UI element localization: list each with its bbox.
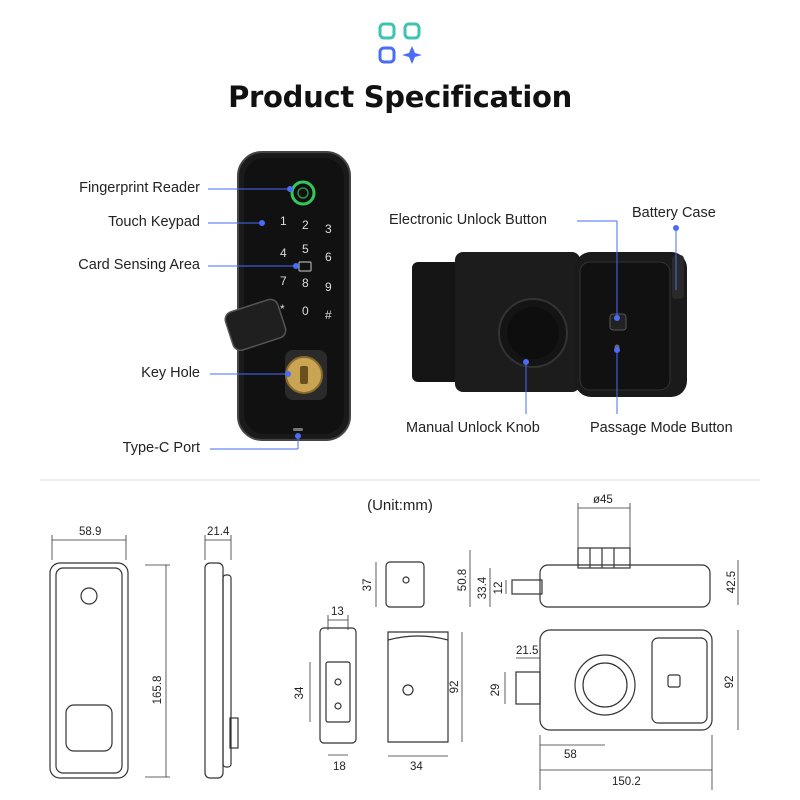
dim-knob-offset: 58 xyxy=(564,749,577,761)
dim-top-height-a: 33.4 xyxy=(477,576,489,599)
dim-bolt-extension: 21.5 xyxy=(516,645,538,657)
type-c-port-slot xyxy=(293,428,303,431)
body-side-outline xyxy=(387,631,449,743)
page-title: Product Specification xyxy=(228,80,572,114)
dim-top-height-total: 50.8 xyxy=(457,569,469,591)
dim-front-height: 165.8 xyxy=(152,676,164,705)
right-callout-lines xyxy=(523,220,679,414)
card-icon xyxy=(298,261,312,272)
dim-strike-base: 18 xyxy=(333,761,346,773)
label-battery-case: Battery Case xyxy=(632,205,716,221)
key-7[interactable]: 7 xyxy=(280,274,287,288)
label-type-c-port: Type-C Port xyxy=(122,440,200,456)
technical-drawings xyxy=(49,547,713,779)
label-touch-keypad: Touch Keypad xyxy=(108,214,200,230)
dimension-lines xyxy=(51,503,739,790)
dim-body-side-height: 92 xyxy=(449,681,461,694)
dim-strike-top-height: 37 xyxy=(362,579,374,592)
dim-top-height-right: 42.5 xyxy=(726,571,738,593)
fingerprint-sensor xyxy=(290,180,316,206)
label-card-sensing-area: Card Sensing Area xyxy=(78,257,200,273)
strike-front-outline xyxy=(319,627,357,744)
inner-body-illustration xyxy=(412,252,687,397)
grid-sparkle-icon xyxy=(378,22,422,64)
dim-body-height: 92 xyxy=(724,676,736,689)
dim-body-side-depth: 34 xyxy=(410,761,423,773)
key-5[interactable]: 5 xyxy=(302,242,309,256)
key-8[interactable]: 8 xyxy=(302,276,309,290)
front-view-outline xyxy=(49,562,129,779)
dim-front-width: 58.9 xyxy=(79,526,101,538)
dim-bolt-height: 29 xyxy=(490,684,502,697)
strike-top-outline xyxy=(385,561,425,608)
key-0[interactable]: 0 xyxy=(302,304,309,318)
key-9[interactable]: 9 xyxy=(325,280,332,294)
dim-strike-height: 34 xyxy=(294,686,306,699)
dim-knob-diameter: ø45 xyxy=(593,494,613,506)
left-callout-lines xyxy=(208,186,301,450)
key-4[interactable]: 4 xyxy=(280,246,287,260)
label-key-hole: Key Hole xyxy=(141,365,200,381)
dim-strike-width: 13 xyxy=(331,606,344,618)
dim-side-depth: 21.4 xyxy=(207,526,230,538)
key-2[interactable]: 2 xyxy=(302,218,309,232)
key-3[interactable]: 3 xyxy=(325,222,332,236)
dim-top-height-b: 12 xyxy=(493,582,505,595)
unit-label: (Unit:mm) xyxy=(367,497,433,514)
key-1[interactable]: 1 xyxy=(280,214,287,228)
body-top-outline xyxy=(539,564,711,608)
front-lock-illustration xyxy=(224,151,351,441)
label-passage-mode-button: Passage Mode Button xyxy=(590,420,733,436)
label-manual-unlock-knob: Manual Unlock Knob xyxy=(406,420,540,436)
key-6[interactable]: 6 xyxy=(325,250,332,264)
door-handle xyxy=(224,298,287,352)
label-electronic-unlock-button: Electronic Unlock Button xyxy=(389,212,547,228)
key-star[interactable]: * xyxy=(280,302,285,316)
key-hash[interactable]: # xyxy=(325,308,332,322)
dim-body-length: 150.2 xyxy=(612,776,641,788)
label-fingerprint-reader: Fingerprint Reader xyxy=(79,180,200,196)
